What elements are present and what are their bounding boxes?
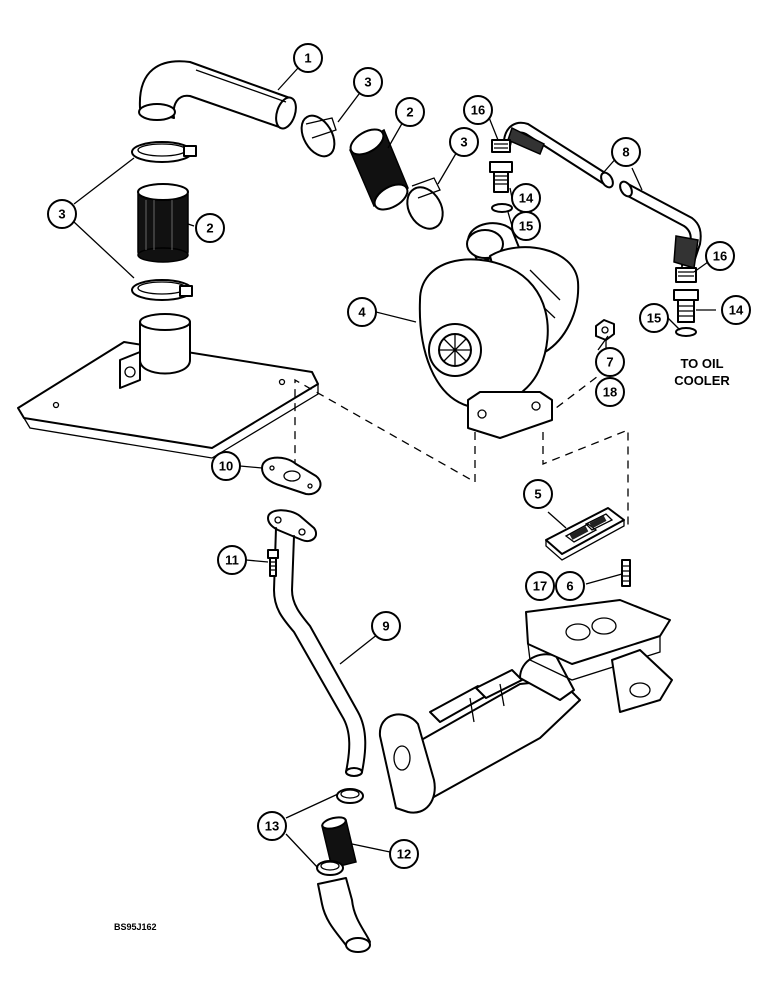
nut (595, 319, 615, 341)
lower-upper-clamp (336, 788, 364, 804)
lower-middle-clamp (406, 177, 444, 230)
left-hose (137, 183, 189, 263)
callout-15-label: 15 (647, 311, 661, 326)
callout-7: 7 (595, 347, 625, 377)
callout-1-label: 1 (304, 51, 311, 66)
lower-left-clamp (131, 279, 193, 301)
drain-elbow-fragment (317, 877, 371, 953)
callout-15-lower: 15 (639, 303, 669, 333)
callout-3-left: 3 (47, 199, 77, 229)
callout-10-label: 10 (219, 459, 233, 474)
callout-3-label: 3 (58, 207, 65, 222)
callout-12-label: 12 (397, 847, 411, 862)
upper-left-clamp (131, 141, 197, 163)
to-oil-label: TO OIL (680, 356, 723, 371)
callout-11: 11 (217, 545, 247, 575)
upper-middle-clamp (300, 114, 337, 158)
callout-5-label: 5 (534, 487, 541, 502)
callout-17: 17 (525, 571, 555, 601)
callout-8: 8 (611, 137, 641, 167)
figure-code: BS95J162 (114, 922, 157, 932)
oil-drain-tube (267, 509, 367, 777)
oil-line-lower-section (619, 180, 702, 269)
callout-2-left: 2 (195, 213, 225, 243)
callout-14-label: 14 (729, 303, 744, 318)
callout-16-upper: 16 (463, 95, 493, 125)
callout-2-label: 2 (406, 105, 413, 120)
exhaust-manifold (378, 599, 673, 814)
callout-10: 10 (211, 451, 241, 481)
turbo-mounting-gasket (545, 507, 625, 561)
upper-o-ring (491, 203, 513, 213)
callout-3-right-middle: 3 (449, 127, 479, 157)
callout-16-label: 16 (471, 103, 485, 118)
callout-14-lower: 14 (721, 295, 751, 325)
callout-7-label: 7 (606, 355, 613, 370)
drain-tube-bolt (267, 549, 279, 577)
callout-2-label: 2 (206, 221, 213, 236)
oil-line-upper-section (503, 121, 614, 189)
turbocharger (418, 222, 580, 439)
callout-1: 1 (293, 43, 323, 73)
callout-17-label: 17 (533, 579, 547, 594)
callout-2-middle: 2 (395, 97, 425, 127)
callout-18-label: 18 (603, 385, 617, 400)
oil-drain-gasket (261, 456, 322, 496)
callout-18: 18 (595, 377, 625, 407)
intake-cover-plate (17, 313, 319, 459)
callout-6-label: 6 (566, 579, 573, 594)
callout-16-lower: 16 (705, 241, 735, 271)
callout-13-label: 13 (265, 819, 279, 834)
cooler-label: COOLER (674, 373, 730, 388)
callout-4: 4 (347, 297, 377, 327)
callout-14-upper: 14 (511, 183, 541, 213)
callout-4-label: 4 (358, 305, 366, 320)
callout-9-label: 9 (382, 619, 389, 634)
callout-3-label: 3 (364, 75, 371, 90)
callout-11-label: 11 (225, 553, 239, 568)
lower-hose (321, 816, 357, 869)
callout-12: 12 (389, 839, 419, 869)
callout-6: 6 (555, 571, 585, 601)
stud (621, 559, 631, 587)
callout-16-label: 16 (713, 249, 727, 264)
middle-hose (349, 128, 409, 211)
callout-15-label: 15 (519, 219, 533, 234)
callout-8-label: 8 (622, 145, 629, 160)
lower-hose-fitting (673, 267, 699, 323)
callout-15-upper: 15 (511, 211, 541, 241)
intake-elbow-tube (138, 60, 297, 130)
callout-9: 9 (371, 611, 401, 641)
callout-3-top-middle: 3 (353, 67, 383, 97)
callout-13: 13 (257, 811, 287, 841)
callout-5: 5 (523, 479, 553, 509)
lower-lower-clamp (316, 860, 344, 876)
upper-hose-fitting (489, 139, 513, 193)
callout-3-label: 3 (460, 135, 467, 150)
lower-o-ring (675, 327, 697, 337)
callout-14-label: 14 (519, 191, 534, 206)
